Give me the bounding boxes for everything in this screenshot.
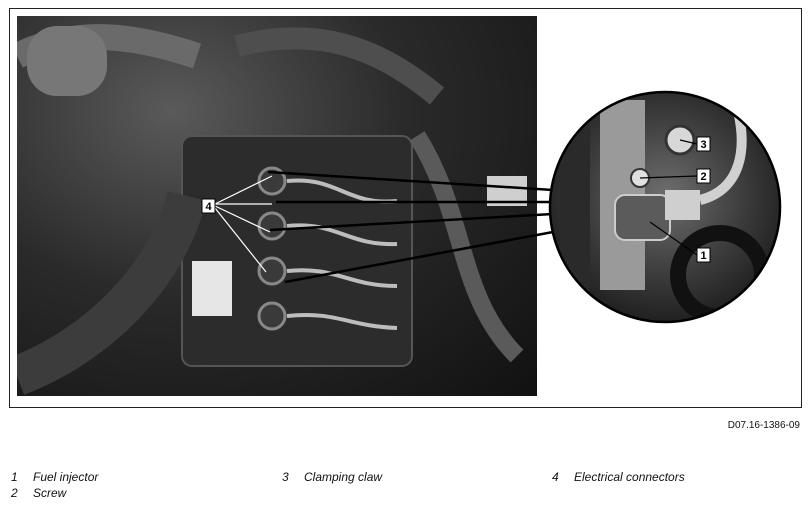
legend-item-2: 2 Screw xyxy=(11,486,66,500)
figure-code: D07.16-1386-09 xyxy=(727,420,800,431)
legend: 1 Fuel injector 2 Screw 3 Clamping claw 4 El… xyxy=(0,470,811,506)
component-label xyxy=(487,176,527,206)
injector-well-4 xyxy=(257,301,287,331)
valve-cover xyxy=(181,135,413,367)
hose-top-right xyxy=(234,27,445,105)
intake-tube xyxy=(17,190,207,395)
engine-photo xyxy=(17,16,537,396)
legend-item-4: 4 Electrical connectors xyxy=(552,470,685,484)
legend-item-number: 3 xyxy=(282,470,289,484)
injector-well-1 xyxy=(257,166,287,196)
injector-well-2 xyxy=(257,211,287,241)
wiring-harness xyxy=(409,131,524,363)
legend-item-1: 1 Fuel injector xyxy=(11,470,98,484)
legend-item-label: Screw xyxy=(33,486,67,500)
label-sticker xyxy=(192,261,232,316)
legend-item-label: Clamping claw xyxy=(304,470,383,484)
legend-item-number: 1 xyxy=(11,470,18,484)
legend-item-3: 3 Clamping claw xyxy=(282,470,382,484)
legend-item-number: 4 xyxy=(552,470,559,484)
legend-item-number: 2 xyxy=(11,486,18,500)
injector-well-3 xyxy=(257,256,287,286)
fuel-line-4 xyxy=(286,313,398,330)
legend-item-label: Electrical connectors xyxy=(574,470,685,484)
air-intake xyxy=(27,26,107,96)
engine-photo-drawing xyxy=(17,24,527,395)
legend-item-label: Fuel injector xyxy=(33,470,99,484)
